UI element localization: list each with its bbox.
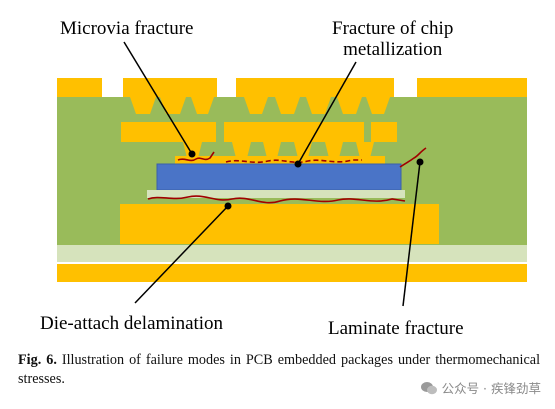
pointer-dot-die-attach [224, 202, 232, 210]
microvia [366, 97, 390, 114]
top-copper-segment-3 [236, 78, 394, 97]
bottom-copper-slug [120, 204, 439, 244]
microvia [160, 97, 186, 114]
inner-copper-pad-mid [224, 122, 364, 142]
watermark-text: 公众号 · 疾锋劲草 [441, 381, 541, 396]
wechat-icon [420, 381, 437, 395]
die-attach-layer [147, 190, 405, 198]
laminate-crack [399, 147, 427, 168]
microvia [337, 97, 362, 114]
label-laminate-fracture: Laminate fracture [328, 318, 464, 339]
inner-copper-pad-left [121, 122, 216, 142]
chip [156, 163, 402, 191]
chip-metallization-crack [225, 159, 362, 164]
chip-microvia [232, 142, 251, 158]
caption-label: Fig. 6. [18, 352, 57, 368]
watermark: 公众号 · 疾锋劲草 [420, 378, 541, 397]
label-chip-metallization: Fracture of chip metallization [332, 18, 453, 60]
top-copper-segment-4 [417, 78, 527, 97]
pointer-die-attach [134, 205, 229, 304]
figure-caption: Fig. 6. Illustration of failure modes in… [18, 351, 540, 389]
microvia [244, 97, 268, 114]
label-chip-metallization-line1: Fracture of chip [332, 18, 454, 39]
microvia [191, 97, 214, 114]
inner-copper-pad-right [371, 122, 397, 142]
pointer-microvia [123, 41, 193, 155]
microvia [306, 97, 331, 114]
chip-microvia [263, 142, 281, 158]
top-copper-segment-1 [57, 78, 102, 97]
microvia [130, 97, 156, 114]
bottom-light-layer [57, 245, 527, 262]
caption-text: Illustration of failure modes in PCB emb… [18, 352, 541, 387]
top-copper-segment-2 [123, 78, 217, 97]
microvia [275, 97, 300, 114]
pointer-dot-laminate [416, 158, 424, 166]
chip-microvia [356, 142, 374, 158]
chip-microvia [325, 142, 343, 158]
die-attach-crack [147, 195, 406, 204]
label-chip-metallization-line2: metallization [343, 39, 443, 60]
label-microvia-fracture: Microvia fracture [60, 18, 194, 39]
failure-modes-diagram [57, 41, 527, 307]
pointer-chip-metallization [297, 61, 357, 165]
pointer-dot-microvia [188, 150, 196, 158]
bottom-copper-base [57, 264, 527, 282]
pointer-laminate [402, 161, 421, 307]
label-die-attach-delamination: Die-attach delamination [40, 313, 224, 334]
pointer-dot-chip-metallization [294, 160, 302, 168]
microvia-crack [177, 151, 215, 162]
chip-pad-strip [175, 156, 385, 164]
